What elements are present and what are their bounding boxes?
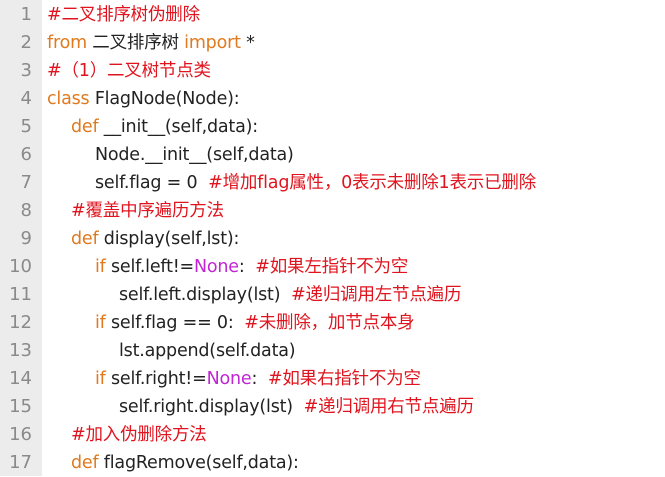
- code-line[interactable]: 10 if self.left!=None: #如果左指针不为空: [0, 253, 665, 281]
- code-text: if self.right!=None: #如果右指针不为空: [95, 365, 421, 393]
- keyword-token: class: [47, 89, 90, 109]
- code-token: self.flag = 0: [95, 173, 209, 193]
- code-token: lst.append(self.data): [119, 341, 296, 361]
- code-line[interactable]: 5 def __init__(self,data):: [0, 113, 665, 141]
- keyword-token: if: [95, 369, 106, 389]
- code-line[interactable]: 9 def display(self,lst):: [0, 225, 665, 253]
- keyword-token: from: [47, 33, 87, 53]
- code-token: flagRemove(self,data):: [98, 453, 299, 473]
- line-number: 3: [20, 60, 32, 81]
- line-number: 14: [9, 368, 32, 389]
- line-number: 7: [20, 172, 32, 193]
- line-number: 6: [20, 144, 32, 165]
- line-number: 13: [9, 340, 32, 361]
- code-token: self.right!=: [105, 369, 207, 389]
- line-number: 2: [20, 32, 32, 53]
- code-text: self.left.display(lst) #递归调用左节点遍历: [119, 281, 461, 309]
- keyword-token: def: [71, 229, 99, 249]
- line-number: 4: [20, 88, 32, 109]
- line-number: 11: [9, 284, 32, 305]
- code-line[interactable]: 11 self.left.display(lst) #递归调用左节点遍历: [0, 281, 665, 309]
- code-line[interactable]: 14 if self.right!=None: #如果右指针不为空: [0, 365, 665, 393]
- code-text: #覆盖中序遍历方法: [71, 197, 224, 225]
- keyword-token: def: [71, 453, 99, 473]
- builtin-token: None: [194, 257, 239, 277]
- code-line[interactable]: 2 from 二叉排序树 import *: [0, 29, 665, 57]
- code-token: display(self,lst):: [98, 229, 240, 249]
- line-number: 9: [20, 228, 32, 249]
- code-token: 二叉排序树: [86, 33, 185, 53]
- line-number: 15: [9, 396, 32, 417]
- code-line[interactable]: 3 #（1）二叉树节点类: [0, 57, 665, 85]
- line-number: 1: [20, 4, 32, 25]
- code-token: Node.__init__(self,data): [95, 145, 294, 165]
- line-number: 12: [9, 312, 32, 333]
- code-text: def __init__(self,data):: [71, 113, 258, 141]
- code-token: self.right.display(lst): [119, 397, 304, 417]
- code-token: FlagNode(Node):: [89, 89, 240, 109]
- code-text: #加入伪删除方法: [71, 421, 207, 449]
- comment-token: #未删除，加节点本身: [244, 313, 415, 333]
- code-token: :: [251, 369, 268, 389]
- code-token: __init__(self,data):: [98, 117, 258, 137]
- comment-token: #如果右指针不为空: [267, 369, 421, 389]
- code-text: if self.left!=None: #如果左指针不为空: [95, 253, 408, 281]
- code-text: self.flag = 0 #增加flag属性，0表示未删除1表示已删除: [95, 169, 536, 197]
- code-line[interactable]: 6 Node.__init__(self,data): [0, 141, 665, 169]
- builtin-token: None: [206, 369, 252, 389]
- code-text: self.right.display(lst) #递归调用右节点遍历: [119, 393, 474, 421]
- keyword-token: import: [184, 33, 241, 53]
- code-text: class FlagNode(Node):: [47, 85, 240, 113]
- comment-token: #增加flag属性，0表示未删除1表示已删除: [208, 173, 536, 193]
- code-line[interactable]: 17 def flagRemove(self,data):: [0, 449, 665, 477]
- code-line[interactable]: 12 if self.flag == 0: #未删除，加节点本身: [0, 309, 665, 337]
- comment-token: #二叉排序树伪删除: [47, 5, 200, 25]
- code-line[interactable]: 16 #加入伪删除方法: [0, 421, 665, 449]
- line-number: 5: [20, 116, 32, 137]
- code-line[interactable]: 4 class FlagNode(Node):: [0, 85, 665, 113]
- code-token: self.left.display(lst): [119, 285, 292, 305]
- comment-token: #加入伪删除方法: [71, 425, 207, 445]
- code-text: from 二叉排序树 import *: [47, 29, 255, 57]
- comment-token: #递归调用右节点遍历: [303, 397, 474, 417]
- keyword-token: if: [95, 313, 106, 333]
- keyword-token: if: [95, 257, 106, 277]
- code-line[interactable]: 15 self.right.display(lst) #递归调用右节点遍历: [0, 393, 665, 421]
- code-text: #（1）二叉树节点类: [47, 57, 211, 85]
- line-number: 8: [20, 200, 32, 221]
- code-token: self.flag == 0:: [105, 313, 245, 333]
- code-line[interactable]: 8 #覆盖中序遍历方法: [0, 197, 665, 225]
- code-text: if self.flag == 0: #未删除，加节点本身: [95, 309, 415, 337]
- code-text: lst.append(self.data): [119, 337, 296, 365]
- code-token: self.left!=: [105, 257, 195, 277]
- code-text: def flagRemove(self,data):: [71, 449, 299, 477]
- code-line[interactable]: 13 lst.append(self.data): [0, 337, 665, 365]
- code-token: *: [240, 33, 255, 53]
- code-token: :: [238, 257, 256, 277]
- code-line[interactable]: 1 #二叉排序树伪删除: [0, 1, 665, 29]
- line-number-gutter: [0, 0, 42, 476]
- code-text: #二叉排序树伪删除: [47, 1, 200, 29]
- code-line[interactable]: 7 self.flag = 0 #增加flag属性，0表示未删除1表示已删除: [0, 169, 665, 197]
- comment-token: #覆盖中序遍历方法: [71, 201, 224, 221]
- comment-token: #（1）二叉树节点类: [47, 61, 211, 81]
- line-number: 17: [9, 452, 32, 473]
- comment-token: #递归调用左节点遍历: [291, 285, 462, 305]
- code-text: Node.__init__(self,data): [95, 141, 294, 169]
- line-number: 16: [9, 424, 32, 445]
- keyword-token: def: [71, 117, 99, 137]
- comment-token: #如果左指针不为空: [255, 257, 409, 277]
- code-text: def display(self,lst):: [71, 225, 239, 253]
- line-number: 10: [9, 256, 32, 277]
